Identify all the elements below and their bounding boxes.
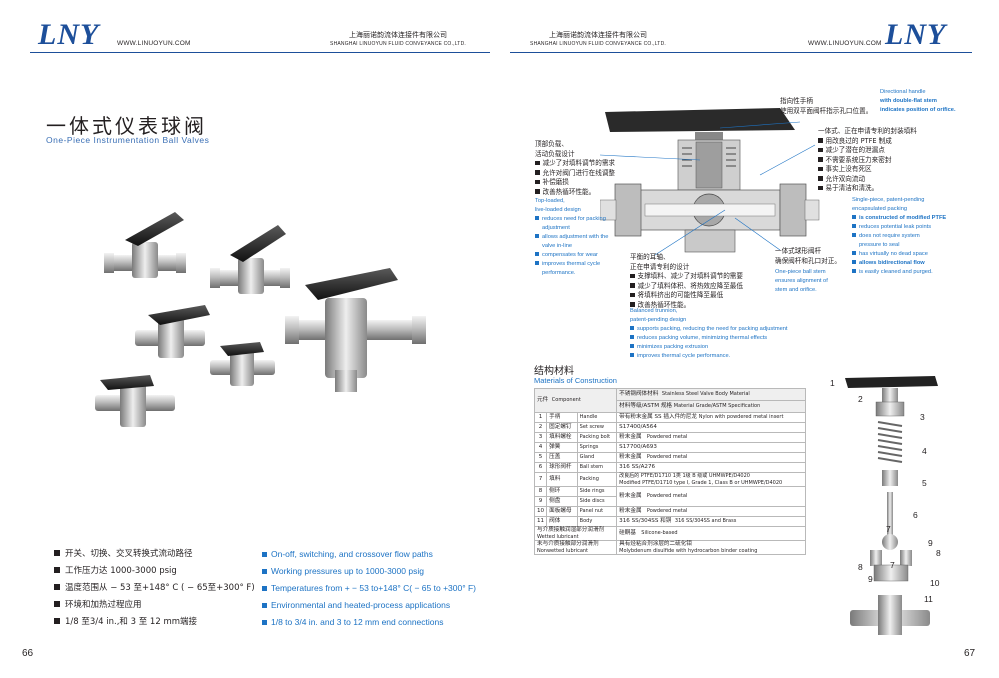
part-number-label: 7 xyxy=(890,560,895,570)
left-company-cn: 上海丽诺韵流体连接件有限公司 xyxy=(349,32,447,39)
table-row: 1 手柄 Handle 带有粉末金属 SS 插入件的尼龙 Nylon with … xyxy=(533,412,806,423)
left-url[interactable]: WWW.LINUOYUN.COM xyxy=(117,40,191,47)
callout-trunnion-en: Balanced trunnion, patent-pending design… xyxy=(630,308,788,359)
feature-cn-item: 1/8 至3/4 in.,和 3 至 12 mm端接 xyxy=(54,614,264,631)
feature-en-item: 1/8 to 3/4 in. and 3 to 12 mm end connec… xyxy=(262,614,492,631)
part-number-label: 10 xyxy=(930,578,940,588)
table-row: 8 侧环 Side rings 粉末金属 Powdered metal xyxy=(533,486,806,507)
table-row: 10 面板螺母 Panel nut 粉末金属 Powdered metal xyxy=(533,506,806,517)
features-en-list: On-off, switching, and crossover flow pa… xyxy=(262,546,492,631)
right-logo: LNY xyxy=(885,18,947,51)
leader-lines xyxy=(599,121,816,256)
part-number-label: 9 xyxy=(868,574,873,584)
part-number-label: 9 xyxy=(928,538,933,548)
table-row: 2 固定螺钉 Set screw S17400/A564 xyxy=(533,422,806,433)
valve-image-4 xyxy=(135,305,210,358)
callout-trunnion-cn: 平衡的耳轴、 正在申请专利的设计 支撑填料、减少了对填料调节的需要 减少了填料体… xyxy=(630,253,743,309)
callout-topload-en: Top-loaded, live-loaded design reduces n… xyxy=(535,198,609,276)
feature-en-item: Temperatures from + − 53 to+148° C( − 65… xyxy=(262,580,492,597)
part-number-label: 11 xyxy=(924,594,933,604)
page-title-en: One-Piece Instrumentation Ball Valves xyxy=(46,135,210,145)
table-row: 11 阀体 Body 316 SS/304SS 和铜 316 SS/304SS … xyxy=(533,516,806,527)
part-number-label: 4 xyxy=(922,446,927,456)
right-url[interactable]: WWW.LINUOYUN.COM xyxy=(808,40,882,47)
valve-image-1 xyxy=(104,212,186,278)
valve-image-5 xyxy=(210,342,275,386)
callout-packing-cn: 一体式、正在申请专利的封装填料 用改良过的 PTFE 制成 减少了潜在的泄漏点 … xyxy=(818,127,917,192)
valve-image-6 xyxy=(95,375,175,427)
part-number-label: 3 xyxy=(920,412,925,422)
valve-image-3 xyxy=(285,268,426,392)
feature-en-item: Environmental and heated-process applica… xyxy=(262,597,492,614)
right-company-en: SHANGHAI LINUOYUN FLUID CONVEYANCE CO.,L… xyxy=(530,41,666,47)
callout-ballstem-cn: 一体式球形阀杆 确保阀杆和孔口对正。 xyxy=(775,247,841,265)
valve-image-2 xyxy=(210,225,290,294)
product-photo xyxy=(95,212,426,427)
page-number-right: 67 xyxy=(964,648,976,659)
feature-cn-item: 工作压力达 1000-3000 psig xyxy=(54,563,264,580)
page-number-left: 66 xyxy=(22,648,34,659)
part-number-label: 5 xyxy=(922,478,927,488)
left-logo: LNY xyxy=(38,18,100,51)
table-row: 7 填料 Packing 改良后的 PTFE/D1710 1类 1级 B 级或 … xyxy=(533,472,806,487)
table-row: 4 弹簧 Springs S17700/A693 xyxy=(533,442,806,453)
part-number-label: 7 xyxy=(886,524,891,534)
right-header-rule xyxy=(510,52,972,53)
part-number-label: 8 xyxy=(936,548,941,558)
feature-cn-item: 环境和加热过程应用 xyxy=(54,597,264,614)
left-header-rule xyxy=(30,52,490,53)
table-row: 6 球形阀杆 Ball stem 316 SS/A276 xyxy=(533,462,806,473)
callout-handle-cn: 指向性手柄 使用双平面阀杆指示孔口位置。 xyxy=(780,97,873,115)
table-row: 3 填料螺栓 Packing bolt 粉末金属 Powdered metal xyxy=(533,432,806,443)
feature-en-item: Working pressures up to 1000-3000 psig xyxy=(262,563,492,580)
left-company-en: SHANGHAI LINUOYUN FLUID CONVEYANCE CO.,L… xyxy=(330,41,466,47)
callout-packing-en: Single-piece, patent-pending encapsulate… xyxy=(852,197,947,275)
feature-en-item: On-off, switching, and crossover flow pa… xyxy=(262,546,492,563)
features-cn-list: 开关、切换、交叉转换式流动路径 工作压力达 1000-3000 psig 温度范… xyxy=(54,546,264,631)
materials-title-cn: 结构材料 xyxy=(534,366,574,377)
materials-table-wrap: 元件 Component 不锈钢阀体材料 Stainless Steel Val… xyxy=(533,388,806,555)
callout-ballstem-en: One-piece ball stem ensures alignment of… xyxy=(775,269,828,293)
part-number-label: 1 xyxy=(830,378,835,388)
exploded-view xyxy=(845,376,938,635)
table-header-row: 元件 Component 不锈钢阀体材料 Stainless Steel Val… xyxy=(533,388,806,413)
table-row: 5 压盖 Gland 粉末金属 Powdered metal xyxy=(533,452,806,463)
valve-cross-section xyxy=(600,108,820,253)
callout-handle-en: Directional handle with double-flat stem… xyxy=(880,89,956,113)
right-company-cn: 上海丽诺韵流体连接件有限公司 xyxy=(549,32,647,39)
materials-title-en: Materials of Construction xyxy=(534,376,617,385)
feature-cn-item: 温度范围从 − 53 至+148° C ( − 65至+300° F) xyxy=(54,580,264,597)
part-number-label: 2 xyxy=(858,394,863,404)
page-title-cn: 一体式仪表球阀 xyxy=(46,114,207,138)
part-number-label: 8 xyxy=(858,562,863,572)
part-number-label: 6 xyxy=(913,510,918,520)
materials-table: 元件 Component 不锈钢阀体材料 Stainless Steel Val… xyxy=(533,388,806,555)
callout-topload-cn: 顶部负载、 活动负载设计 减少了对填料调节的需求 允许对阀门进行在线调整 补偿磨… xyxy=(535,140,616,196)
feature-cn-item: 开关、切换、交叉转换式流动路径 xyxy=(54,546,264,563)
